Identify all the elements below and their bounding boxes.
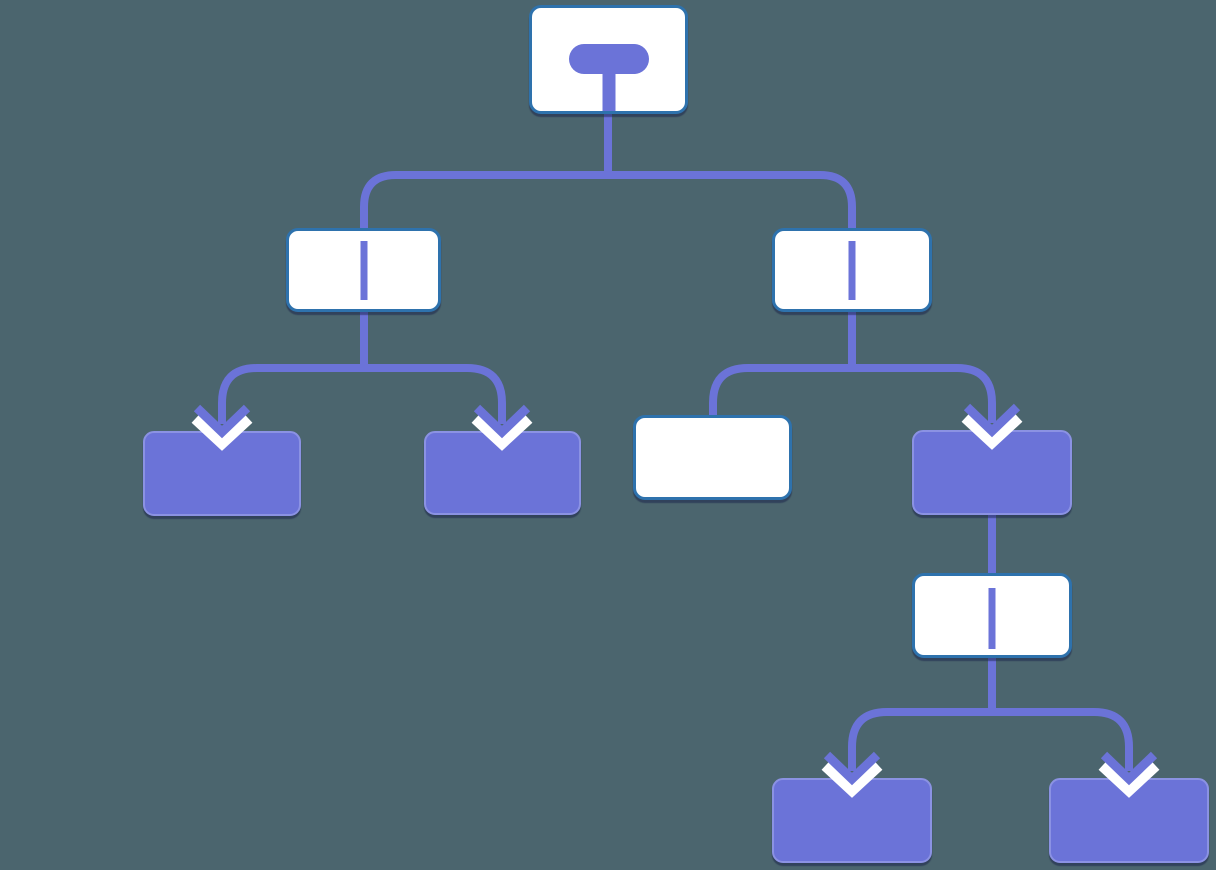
node-root[interactable] [529,5,688,114]
node-branch-bottom[interactable] [912,573,1072,658]
node-leaf-f[interactable] [772,778,932,863]
edge-rail-level2 [360,171,856,230]
divider-bar [848,241,856,300]
node-leaf-d[interactable] [912,430,1072,515]
topic-pill-stem [602,70,615,111]
node-leaf-g[interactable] [1049,778,1209,863]
divider-bar [360,241,367,300]
node-branch-right[interactable] [772,228,932,312]
node-branch-left[interactable] [286,228,441,312]
topic-pill [568,44,649,74]
edge-rail-bottom-children [848,708,1133,771]
node-leaf-a[interactable] [143,431,301,516]
node-plain-card[interactable] [633,415,792,500]
divider-bar [988,588,996,649]
node-leaf-b[interactable] [424,431,581,515]
edge-rail-left-children [218,364,506,424]
